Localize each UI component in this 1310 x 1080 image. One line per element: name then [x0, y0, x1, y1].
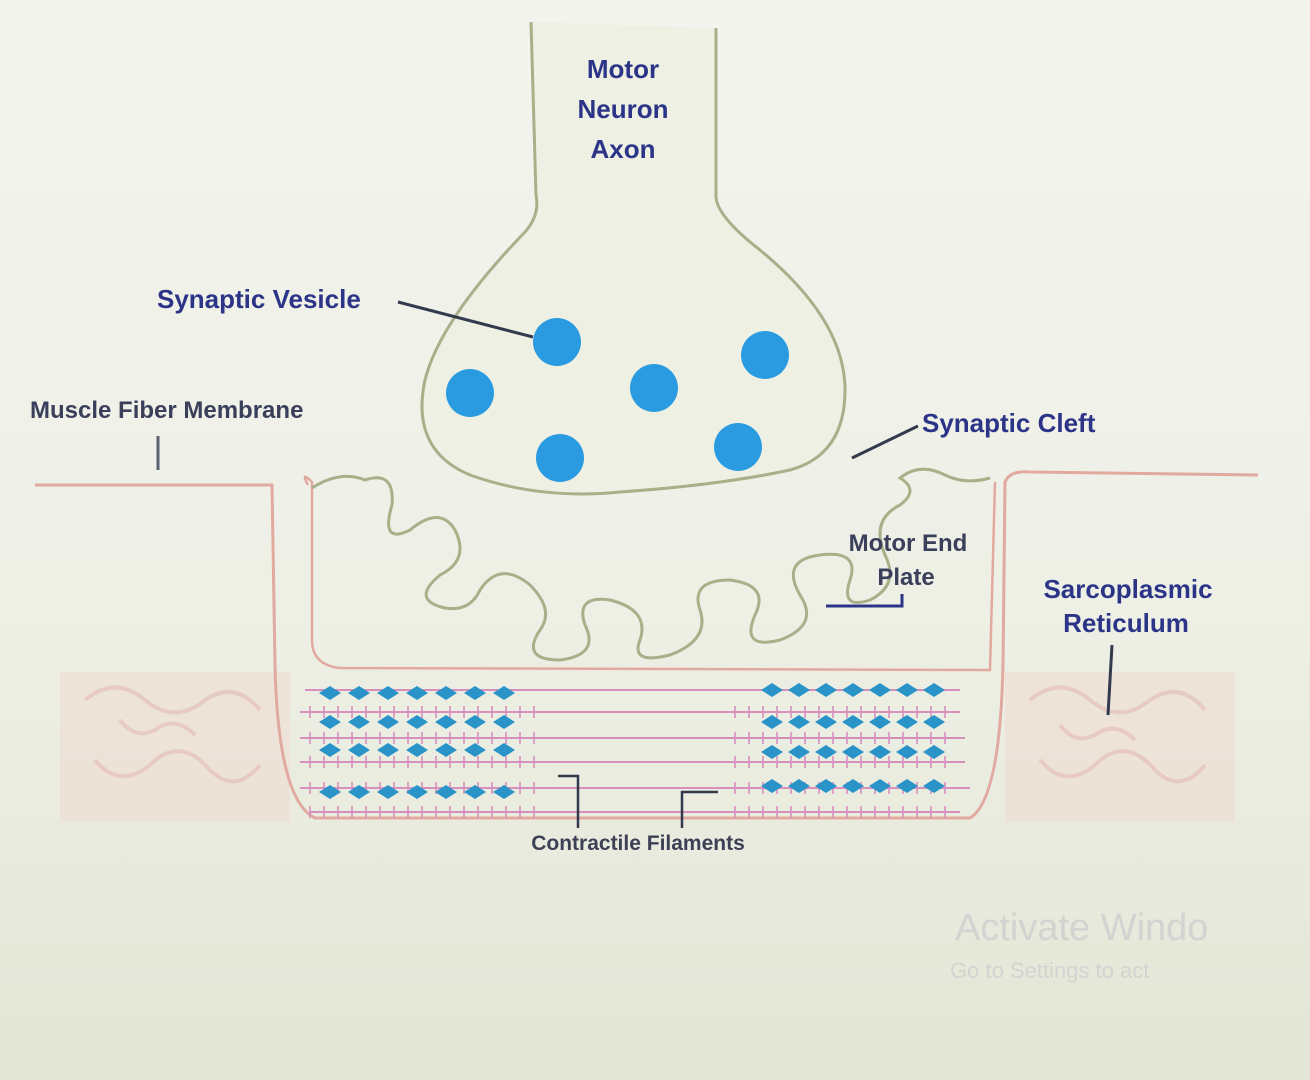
filament-marker [406, 686, 428, 700]
muscle-fiber-membrane-label: Muscle Fiber Membrane [30, 397, 303, 424]
filament-marker [348, 715, 370, 729]
synaptic-vesicle-leader [397, 300, 534, 339]
activate-windows-watermark-line1: Activate Windo [955, 907, 1208, 949]
filament-marker [788, 745, 810, 759]
filament-marker [761, 745, 783, 759]
filament-marker [761, 715, 783, 729]
filament-ticks [309, 706, 946, 818]
filament-marker [319, 686, 341, 700]
synaptic-vesicle [630, 364, 678, 412]
filament-marker [815, 715, 837, 729]
sarcoplasmic-reticulum-label-2: Reticulum [1063, 608, 1189, 638]
filament-marker [869, 745, 891, 759]
filament-marker [896, 715, 918, 729]
contractile-filaments-leader-left [558, 774, 580, 828]
activate-windows-watermark-line2: Go to Settings to act [950, 958, 1149, 983]
synaptic-vesicle [714, 423, 762, 471]
filament-marker [406, 785, 428, 799]
motor-neuron-axon-terminal [420, 21, 847, 496]
filament-marker [348, 785, 370, 799]
filament-marker [464, 743, 486, 757]
filament-marker [842, 779, 864, 793]
filament-marker [896, 779, 918, 793]
filament-marker [842, 745, 864, 759]
filament-marker [842, 715, 864, 729]
filament-marker [842, 683, 864, 697]
filament-marker [788, 683, 810, 697]
motor-end-plate-leader [826, 594, 904, 608]
filament-marker [923, 715, 945, 729]
filament-marker [761, 779, 783, 793]
filament-markers [319, 683, 945, 799]
muscle-fiber-inner-wall [303, 475, 997, 672]
sarcoplasmic-reticulum-leader [1106, 644, 1114, 716]
filament-marker [348, 743, 370, 757]
filament-marker [493, 715, 515, 729]
synaptic-vesicle [533, 318, 581, 366]
synaptic-cleft-label: Synaptic Cleft [922, 408, 1096, 438]
sarcoplasmic-reticulum-label-1: Sarcoplasmic [1043, 574, 1212, 604]
filament-marker [815, 683, 837, 697]
motor-neuron-axon-label-3: Axon [591, 134, 656, 164]
filament-marker [869, 715, 891, 729]
filament-marker [377, 785, 399, 799]
filament-marker [788, 779, 810, 793]
filament-marker [435, 785, 457, 799]
synaptic-cleft-leader [851, 424, 919, 460]
filament-marker [923, 779, 945, 793]
synaptic-vesicle [446, 369, 494, 417]
motor-end-plate-label-2: Plate [877, 564, 934, 591]
filament-marker [406, 715, 428, 729]
sarcoplasmic-reticulum-right [1005, 672, 1235, 822]
filament-marker [869, 683, 891, 697]
filament-marker [493, 785, 515, 799]
filament-marker [348, 686, 370, 700]
motor-end-plate [311, 467, 991, 662]
motor-end-plate-label-1: Motor End [849, 530, 968, 557]
filament-marker [435, 686, 457, 700]
filament-marker [377, 743, 399, 757]
filament-marker [869, 779, 891, 793]
filament-marker [464, 785, 486, 799]
filament-marker [923, 683, 945, 697]
filament-marker [377, 686, 399, 700]
filament-marker [923, 745, 945, 759]
filament-marker [896, 683, 918, 697]
filament-marker [435, 715, 457, 729]
motor-neuron-axon-label-1: Motor [587, 54, 659, 84]
filament-marker [464, 686, 486, 700]
sarcoplasmic-reticulum-left [60, 672, 290, 822]
filament-marker [896, 745, 918, 759]
filament-marker [377, 715, 399, 729]
contractile-filaments-label: Contractile Filaments [531, 832, 745, 855]
filament-marker [815, 745, 837, 759]
filament-marker [319, 785, 341, 799]
filament-marker [815, 779, 837, 793]
filament-marker [435, 743, 457, 757]
filament-marker [788, 715, 810, 729]
motor-neuron-axon-label-2: Neuron [578, 94, 669, 124]
filament-marker [406, 743, 428, 757]
contractile-filaments-block [300, 683, 970, 818]
synaptic-vesicle-label: Synaptic Vesicle [157, 284, 361, 314]
filament-marker [319, 743, 341, 757]
synaptic-vesicle [536, 434, 584, 482]
filament-marker [493, 743, 515, 757]
filament-marker [493, 686, 515, 700]
filament-marker [464, 715, 486, 729]
contractile-filaments-leader-right [680, 790, 718, 828]
filament-marker [761, 683, 783, 697]
synaptic-vesicle [741, 331, 789, 379]
filament-marker [319, 715, 341, 729]
muscle-fiber-membrane [35, 470, 1259, 820]
